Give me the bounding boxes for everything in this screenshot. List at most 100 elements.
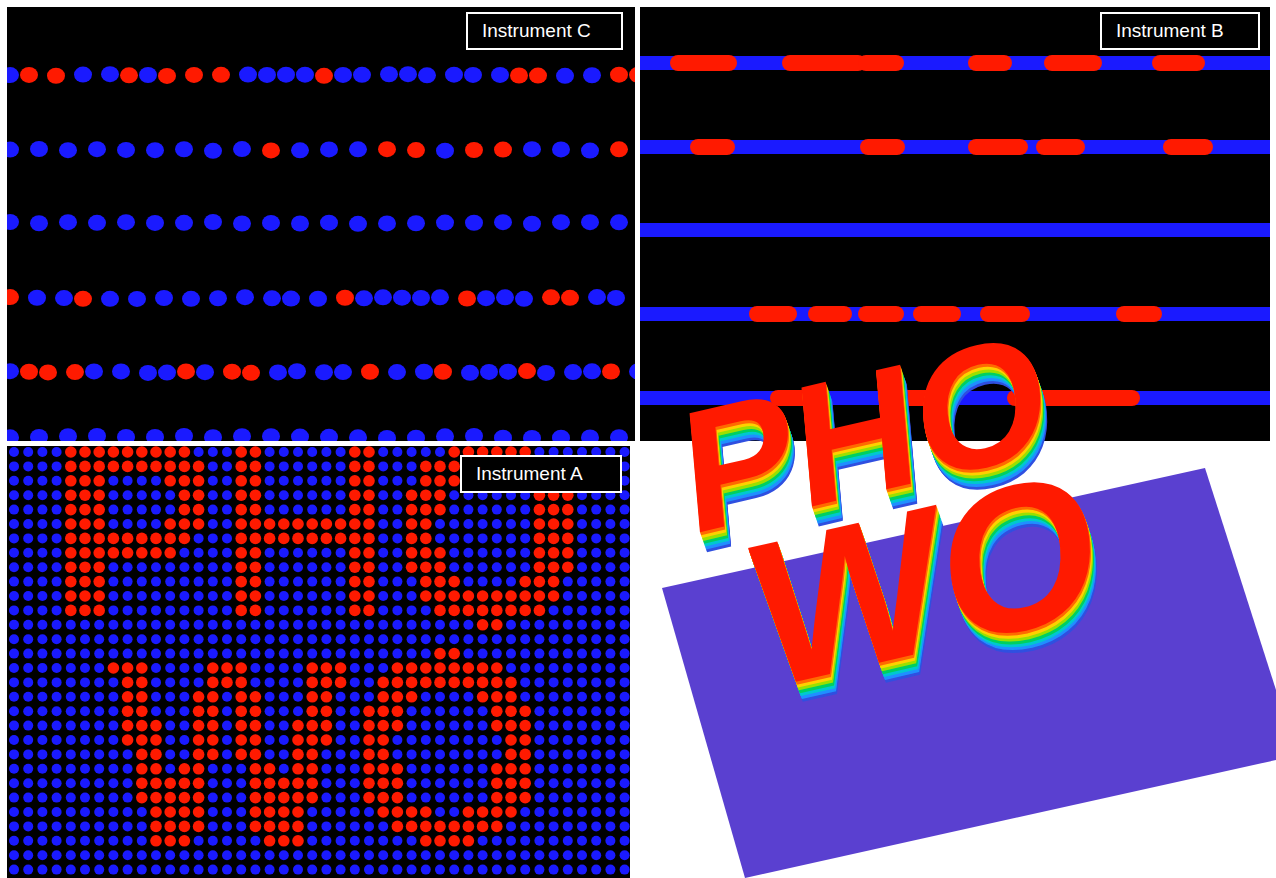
dot — [336, 735, 346, 745]
dot — [79, 576, 91, 588]
dot — [80, 778, 90, 788]
dot — [293, 490, 303, 500]
dot — [577, 692, 587, 702]
dot — [151, 850, 161, 860]
dot — [421, 749, 431, 759]
dot — [208, 634, 218, 644]
dot — [250, 836, 260, 846]
dot — [534, 561, 546, 573]
dot — [151, 505, 161, 515]
dot — [279, 548, 289, 558]
dot — [123, 821, 133, 831]
dot — [321, 793, 331, 803]
dot — [193, 461, 205, 473]
dot — [279, 605, 289, 615]
dot — [250, 777, 262, 789]
scan-line — [640, 307, 1270, 321]
dot — [208, 533, 218, 543]
dot — [602, 363, 620, 379]
dot — [164, 518, 176, 530]
dot — [577, 764, 587, 774]
dot — [336, 850, 346, 860]
dot — [296, 67, 314, 83]
dot — [236, 764, 246, 774]
dot — [463, 835, 475, 847]
dot — [377, 792, 389, 804]
dot — [66, 778, 76, 788]
dot — [563, 605, 573, 615]
dot — [235, 446, 247, 458]
dot — [520, 677, 530, 687]
dot — [80, 692, 90, 702]
dot — [407, 721, 417, 731]
dot — [610, 141, 628, 157]
dot — [194, 562, 204, 572]
dot — [407, 764, 417, 774]
dot — [93, 489, 105, 501]
dot — [435, 533, 445, 543]
dot — [321, 850, 331, 860]
dot — [279, 735, 289, 745]
dot — [591, 865, 601, 875]
dot — [23, 577, 33, 587]
dot — [250, 620, 260, 630]
dot — [492, 735, 502, 745]
dot — [250, 720, 262, 732]
dot — [315, 68, 333, 84]
dot — [520, 663, 530, 673]
dot — [292, 518, 304, 530]
dot — [222, 577, 232, 587]
dot — [52, 793, 62, 803]
dot — [480, 364, 498, 380]
dot — [506, 505, 516, 515]
dot — [434, 561, 446, 573]
dot — [363, 777, 375, 789]
dot — [620, 735, 630, 745]
dot — [350, 634, 360, 644]
dot — [605, 836, 615, 846]
dot — [477, 821, 489, 833]
dot — [66, 677, 76, 687]
dot — [52, 721, 62, 731]
dot — [112, 363, 130, 379]
dot — [591, 692, 601, 702]
dot — [52, 634, 62, 644]
dot — [150, 547, 162, 559]
dot — [137, 605, 147, 615]
dot — [7, 67, 19, 83]
dot — [478, 706, 488, 716]
dot — [66, 663, 76, 673]
dot — [66, 649, 76, 659]
dot — [523, 141, 541, 157]
dot — [363, 475, 375, 487]
dot — [610, 429, 628, 441]
dot — [519, 792, 531, 804]
dot — [434, 835, 446, 847]
dot — [620, 749, 630, 759]
dot — [577, 677, 587, 687]
dot — [250, 792, 262, 804]
dot — [562, 518, 574, 530]
dot — [378, 663, 388, 673]
dot — [605, 519, 615, 529]
dot — [336, 807, 346, 817]
dot — [463, 735, 473, 745]
dot — [534, 850, 544, 860]
dot — [150, 720, 162, 732]
dot — [79, 504, 91, 516]
red-segment — [1044, 55, 1102, 71]
dot — [534, 778, 544, 788]
dot — [222, 505, 232, 515]
dot — [222, 519, 232, 529]
dot — [492, 577, 502, 587]
dot — [9, 778, 19, 788]
dot — [477, 290, 495, 306]
dot — [65, 605, 77, 617]
dot — [94, 677, 104, 687]
dot — [307, 548, 317, 558]
dot — [47, 68, 65, 84]
dot — [279, 663, 289, 673]
dot — [388, 364, 406, 380]
dot — [137, 865, 147, 875]
dot — [137, 562, 147, 572]
